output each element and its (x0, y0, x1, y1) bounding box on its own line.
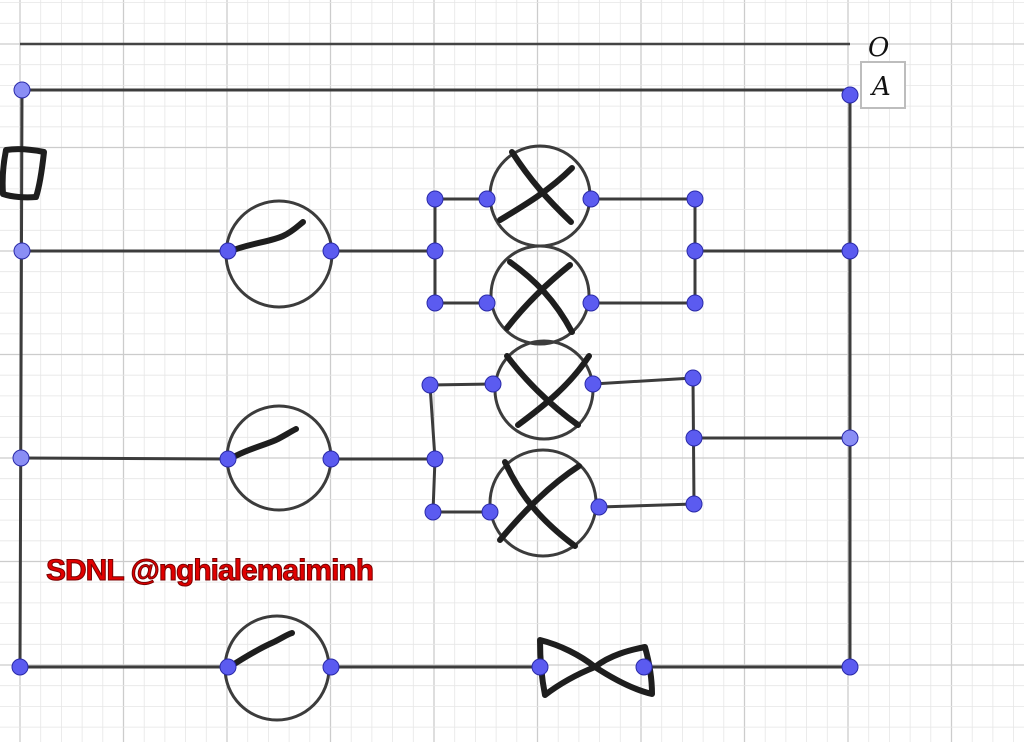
branch2-left-wire (19, 456, 230, 461)
point-a-label-box[interactable]: A (860, 61, 906, 109)
branch2-lamp3-out (591, 376, 695, 386)
node-branch1-split (426, 242, 444, 260)
node-switch1-out (322, 242, 340, 260)
wires (18, 88, 852, 669)
node-lamp1-in (478, 190, 496, 208)
switch-icon[interactable] (224, 199, 334, 309)
node-lamp4-in (481, 503, 499, 521)
node-lamp3-in (484, 375, 502, 393)
node-branch2-join (685, 429, 703, 447)
node-bell-in (531, 658, 549, 676)
branch2-lamp3-in (428, 382, 495, 387)
node-branch2-join-bottom (685, 495, 703, 513)
node-lamp4-out (590, 498, 608, 516)
node-branch1-left (13, 242, 31, 260)
left-rail-wire (18, 88, 24, 669)
node-branch1-split-top (426, 190, 444, 208)
node-switch2-out (322, 450, 340, 468)
branch2-split-upper (428, 383, 437, 461)
node-branch2-right (841, 429, 859, 447)
node-branch1-join (686, 242, 704, 260)
lamp-icon[interactable] (488, 448, 598, 558)
lamp-icon[interactable] (493, 339, 595, 441)
origin-label: O (868, 33, 889, 63)
watermark-text: SDNL @nghialemaiminh (46, 554, 373, 587)
point-a-label: A (870, 72, 891, 102)
node-branch1-right (841, 242, 859, 260)
node-branch3-right (841, 658, 859, 676)
node-lamp2-out (582, 294, 600, 312)
handwritten-mark (0, 146, 47, 201)
node-branch2-split (426, 450, 444, 468)
node-top-left (13, 81, 31, 99)
node-branch2-split-top (421, 376, 439, 394)
node-switch3-out (322, 658, 340, 676)
node-switch2-in (219, 450, 237, 468)
bell-icon[interactable] (537, 637, 655, 698)
node-top-right (841, 86, 859, 104)
node-lamp2-in (478, 294, 496, 312)
node-branch2-join-top (684, 369, 702, 387)
node-branch2-split-bottom (424, 503, 442, 521)
node-switch3-in (219, 658, 237, 676)
switch-icon[interactable] (223, 614, 331, 722)
node-lamp1-out (582, 190, 600, 208)
node-branch3-left (11, 658, 29, 676)
node-branch2-left (12, 449, 30, 467)
node-switch1-in (219, 242, 237, 260)
lamp-icon[interactable] (489, 244, 591, 346)
node-branch1-join-top (686, 190, 704, 208)
lamp-icon[interactable] (488, 144, 592, 248)
node-branch1-join-bottom (686, 294, 704, 312)
branch2-split-lower (431, 457, 437, 514)
branch2-lamp4-out (597, 502, 696, 509)
node-branch1-split-bottom (426, 294, 444, 312)
node-lamp3-out (584, 375, 602, 393)
node-bell-out (635, 658, 653, 676)
nodes[interactable] (11, 81, 859, 676)
